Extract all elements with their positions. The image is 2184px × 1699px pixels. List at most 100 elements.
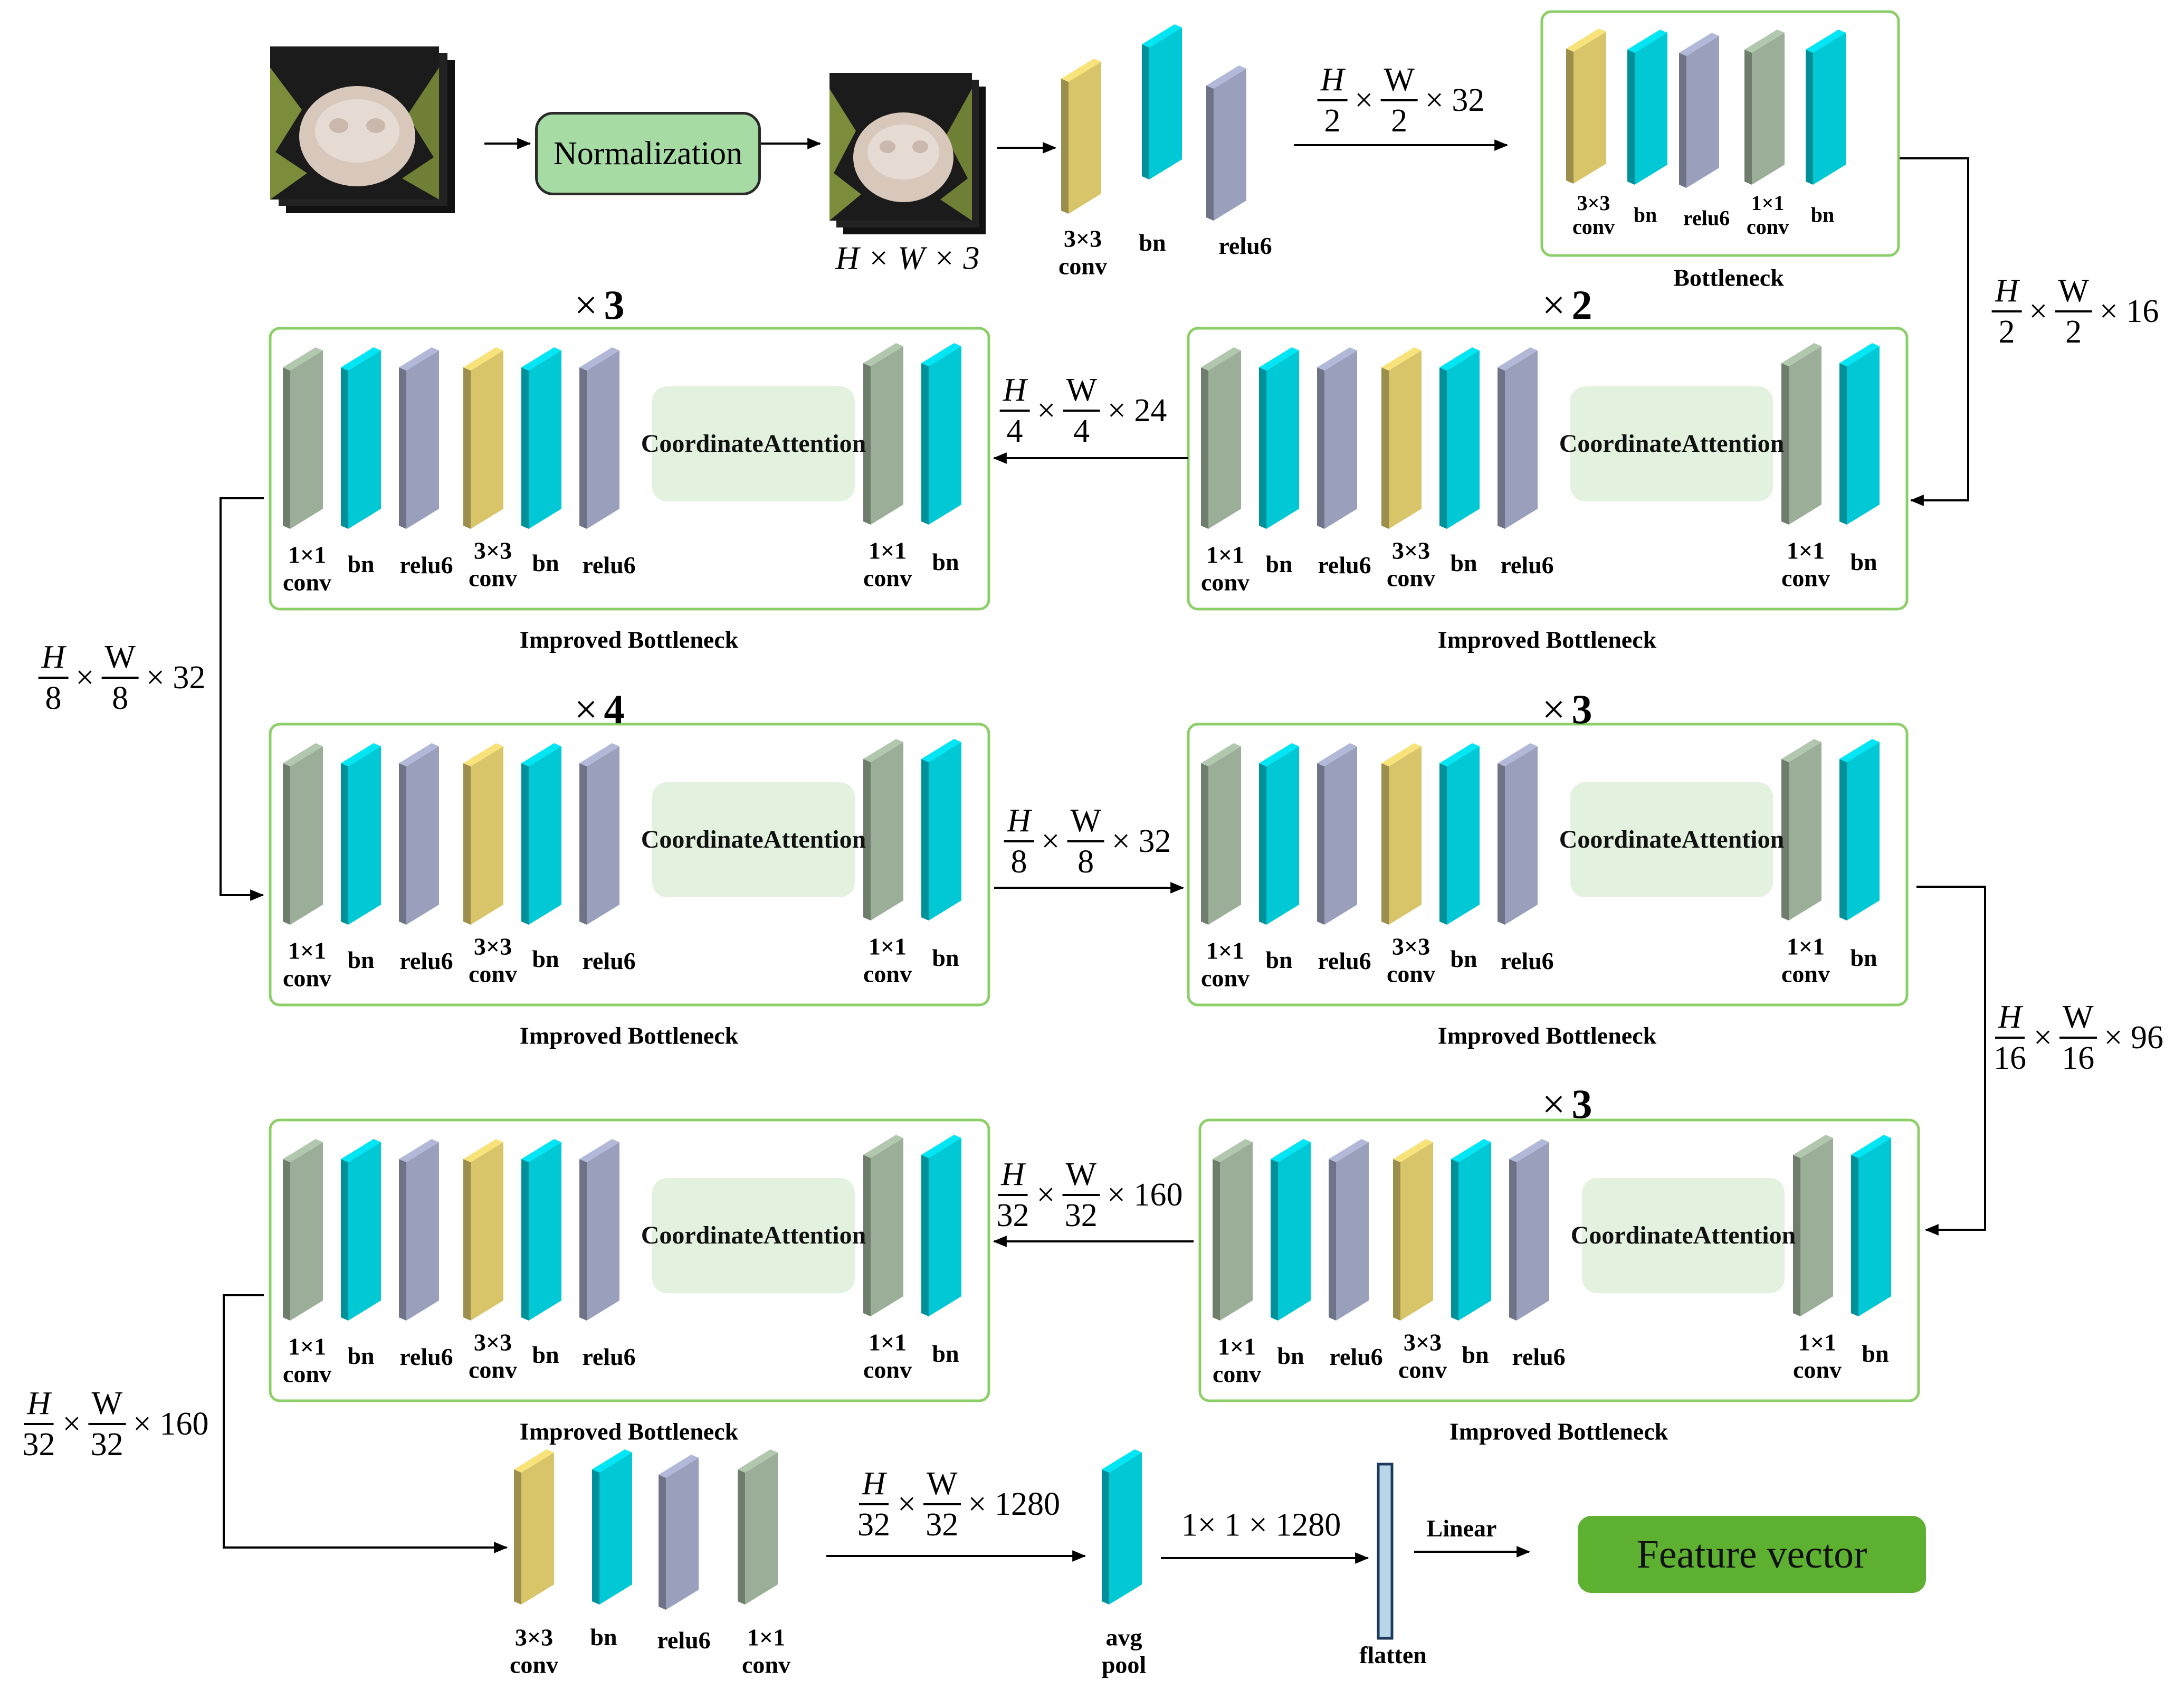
- ib-row1-left-label-conv1x1-out: 1×1 conv: [863, 537, 912, 591]
- flatten-bar: [1377, 1463, 1394, 1640]
- bn1-relu6: [1679, 33, 1719, 188]
- head-label-avgpool: avg pool: [1101, 1624, 1147, 1678]
- ib-row1-right-label-bn: bn: [1265, 550, 1293, 578]
- ib-row1-left-label-conv3x3: 3×3 conv: [469, 537, 517, 591]
- ib-row2-right-caption: Improved Bottleneck: [1437, 1022, 1657, 1049]
- ib-row3-right-label-bn: bn: [1277, 1342, 1304, 1370]
- head-label-conv1x1: 1×1 conv: [742, 1624, 790, 1678]
- ib-row3-left-label-bn2: bn: [532, 1341, 559, 1369]
- ib-row3-right-bn-out: [1851, 1135, 1891, 1316]
- ib-row1-right-relu6-5: [1498, 347, 1538, 529]
- ib-row1-right-label-bn2: bn: [1450, 549, 1477, 577]
- repeat-row1-left: ×3: [574, 282, 625, 328]
- normalization-box: Normalization: [535, 112, 761, 195]
- ib-row1-right-conv3x3-3: [1381, 347, 1422, 529]
- ib-row2-left-bn-4: [521, 743, 561, 925]
- ib-row2-right-label-conv3x3: 3×3 conv: [1387, 933, 1435, 987]
- ib-row3-right-conv1x1-out: [1793, 1135, 1833, 1316]
- ib-row3-left-conv1x1-out: [863, 1135, 903, 1316]
- ib-row3-left-bn-out: [921, 1135, 961, 1316]
- bottleneck-caption: Bottleneck: [1673, 264, 1784, 291]
- stem-label-conv3x3: 3×3 conv: [1058, 225, 1107, 279]
- ib-row2-left-relu6-2: [399, 743, 439, 925]
- normalized-image-stack: [829, 73, 986, 234]
- head-conv3x3: [514, 1449, 554, 1605]
- ib-row1-right-conv1x1-out: [1781, 343, 1821, 525]
- ib-row2-left-label-bn2: bn: [532, 945, 559, 973]
- ib-row1-right-bn-out: [1839, 343, 1880, 525]
- normalization-label: Normalization: [553, 135, 743, 172]
- ib-row1-right-relu6-2: [1317, 347, 1357, 529]
- head-label-linear: Linear: [1426, 1515, 1497, 1542]
- ib-row3-left-label-conv1x1: 1×1 conv: [283, 1333, 331, 1387]
- ib-row3-left-label-relu6b: relu6: [582, 1343, 636, 1371]
- ib-row1-left-conv3x3-3: [463, 347, 503, 529]
- ib-row2-right-label-relu6b: relu6: [1500, 947, 1554, 975]
- bn1-bn2: [1806, 30, 1846, 185]
- ib-row1-left-bn-4: [521, 347, 561, 529]
- ib-row2-left-label-bn: bn: [347, 946, 375, 974]
- ib-row3-right-label-relu6b: relu6: [1512, 1343, 1566, 1371]
- arrow-bottleneck-to-row1: [1900, 157, 1969, 506]
- ib-row3-left-relu6-5: [579, 1139, 619, 1321]
- ib-row3-right-label-conv1x1-out: 1×1 conv: [1793, 1328, 1842, 1383]
- repeat-row2-left: ×4: [574, 686, 625, 732]
- ib-row1-left-caption: Improved Bottleneck: [519, 626, 739, 653]
- bn1-conv1x1: [1744, 30, 1785, 185]
- ib-row2-left-caption: Improved Bottleneck: [519, 1022, 739, 1049]
- ib-row1-left-label-bn: bn: [347, 550, 375, 578]
- ib-row1-right-label-conv3x3: 3×3 conv: [1387, 537, 1435, 591]
- stem-relu6: [1206, 65, 1246, 221]
- head-label-bn: bn: [590, 1624, 617, 1651]
- ib-row2-left-bn-1: [341, 743, 381, 925]
- arrow-row2-to-row3: [1916, 886, 1986, 1236]
- input-dim: H × W × 3: [835, 240, 980, 277]
- ib-row3-left-conv3x3-3: [463, 1139, 503, 1321]
- ib-row2-left-label-relu6: relu6: [399, 947, 453, 975]
- ib-row3-right-label-conv3x3: 3×3 conv: [1398, 1328, 1447, 1383]
- ib-row3-left-relu6-2: [399, 1139, 439, 1321]
- repeat-row3-right: ×3: [1542, 1081, 1592, 1127]
- ib-row1-right-conv1x1-0: [1201, 347, 1241, 529]
- ib-row3-right-relu6-5: [1509, 1139, 1549, 1321]
- ib-row1-left-relu6-2: [399, 347, 439, 529]
- bottleneck-label-conv3x3: 3×3 conv: [1572, 191, 1615, 239]
- bottleneck-label-bn: bn: [1633, 203, 1657, 227]
- ib-row2-left-bn-out: [921, 739, 961, 920]
- ib-row2-left-conv1x1-0: [283, 743, 323, 925]
- avgpool-slab: [1102, 1449, 1142, 1605]
- ib-row1-right-bn-4: [1439, 347, 1480, 529]
- ib-row2-right-label-conv1x1-out: 1×1 conv: [1781, 933, 1830, 987]
- feature-vector-label: Feature vector: [1636, 1532, 1867, 1577]
- ib-row3-right-label-relu6: relu6: [1329, 1343, 1383, 1371]
- bottleneck-label-conv1x1: 1×1 conv: [1747, 191, 1789, 239]
- ib-row3-right-conv1x1-0: [1213, 1139, 1253, 1321]
- ib-row2-right-label-bn2: bn: [1450, 945, 1477, 973]
- ib-row2-left-label-bn-out: bn: [932, 944, 959, 972]
- ib-row1-right-label-conv1x1: 1×1 conv: [1201, 541, 1250, 595]
- ib-row3-left-caption: Improved Bottleneck: [519, 1418, 739, 1445]
- ib-row2-left-label-conv1x1-out: 1×1 conv: [863, 933, 912, 987]
- ib-row2-left-relu6-5: [579, 743, 619, 925]
- ib-row3-right-relu6-2: [1329, 1139, 1369, 1321]
- ib-row1-left-label-relu6: relu6: [399, 552, 453, 579]
- bottleneck-label-bn2: bn: [1810, 203, 1835, 227]
- ib-row1-right-label-relu6: relu6: [1318, 552, 1371, 579]
- ib-row2-right-label-conv1x1: 1×1 conv: [1201, 937, 1250, 991]
- ib-row1-right-label-conv1x1-out: 1×1 conv: [1781, 537, 1830, 591]
- ib-row1-left-bn-out: [921, 343, 961, 525]
- ib-row1-left-label-relu6b: relu6: [582, 552, 636, 579]
- ib-row2-right-label-bn-out: bn: [1850, 944, 1877, 972]
- head-relu6: [659, 1455, 699, 1610]
- bottleneck-label-relu6: relu6: [1683, 206, 1730, 230]
- dim-pool: 1× 1 × 1280: [1181, 1507, 1341, 1543]
